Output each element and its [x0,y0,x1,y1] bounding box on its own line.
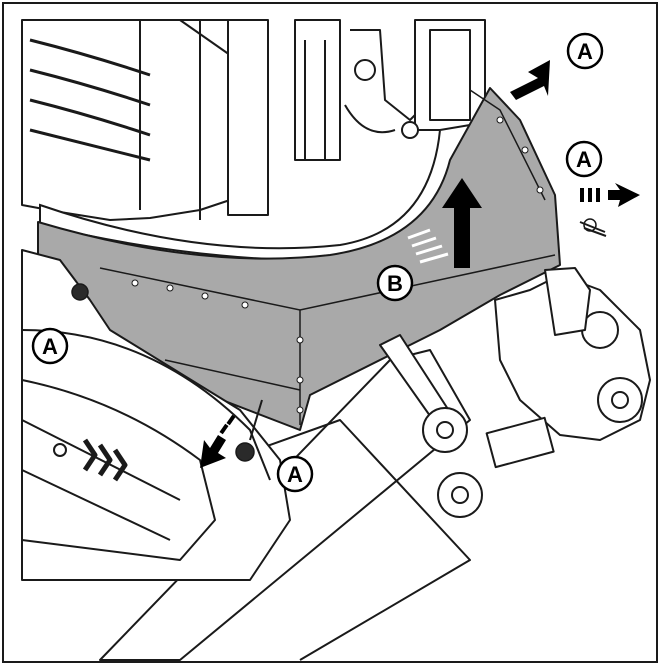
arrow-icon [442,178,482,268]
callout-a-bottom: A [276,455,314,493]
bolt-icon [249,399,263,441]
arrow-icon [510,60,550,100]
upper-body [21,19,236,221]
cover-label [407,228,449,264]
cover-screw-holes [131,116,544,414]
callout-label: B [387,271,403,296]
callout-label: A [576,147,592,172]
callout-label: A [287,462,303,487]
cover-rib [469,89,546,201]
arrow-icon [200,414,236,468]
callout-label: A [42,334,58,359]
hydraulic-assembly [227,19,486,216]
arrow-icon [580,183,640,207]
callout-label: A [577,39,593,64]
callout-a-left: A [31,327,69,365]
bolt-icon [579,221,607,237]
cover-edge [99,254,556,425]
callout-a-top: A [566,32,604,70]
callout-b-center: B [376,264,414,302]
callout-a-right: A [565,140,603,178]
